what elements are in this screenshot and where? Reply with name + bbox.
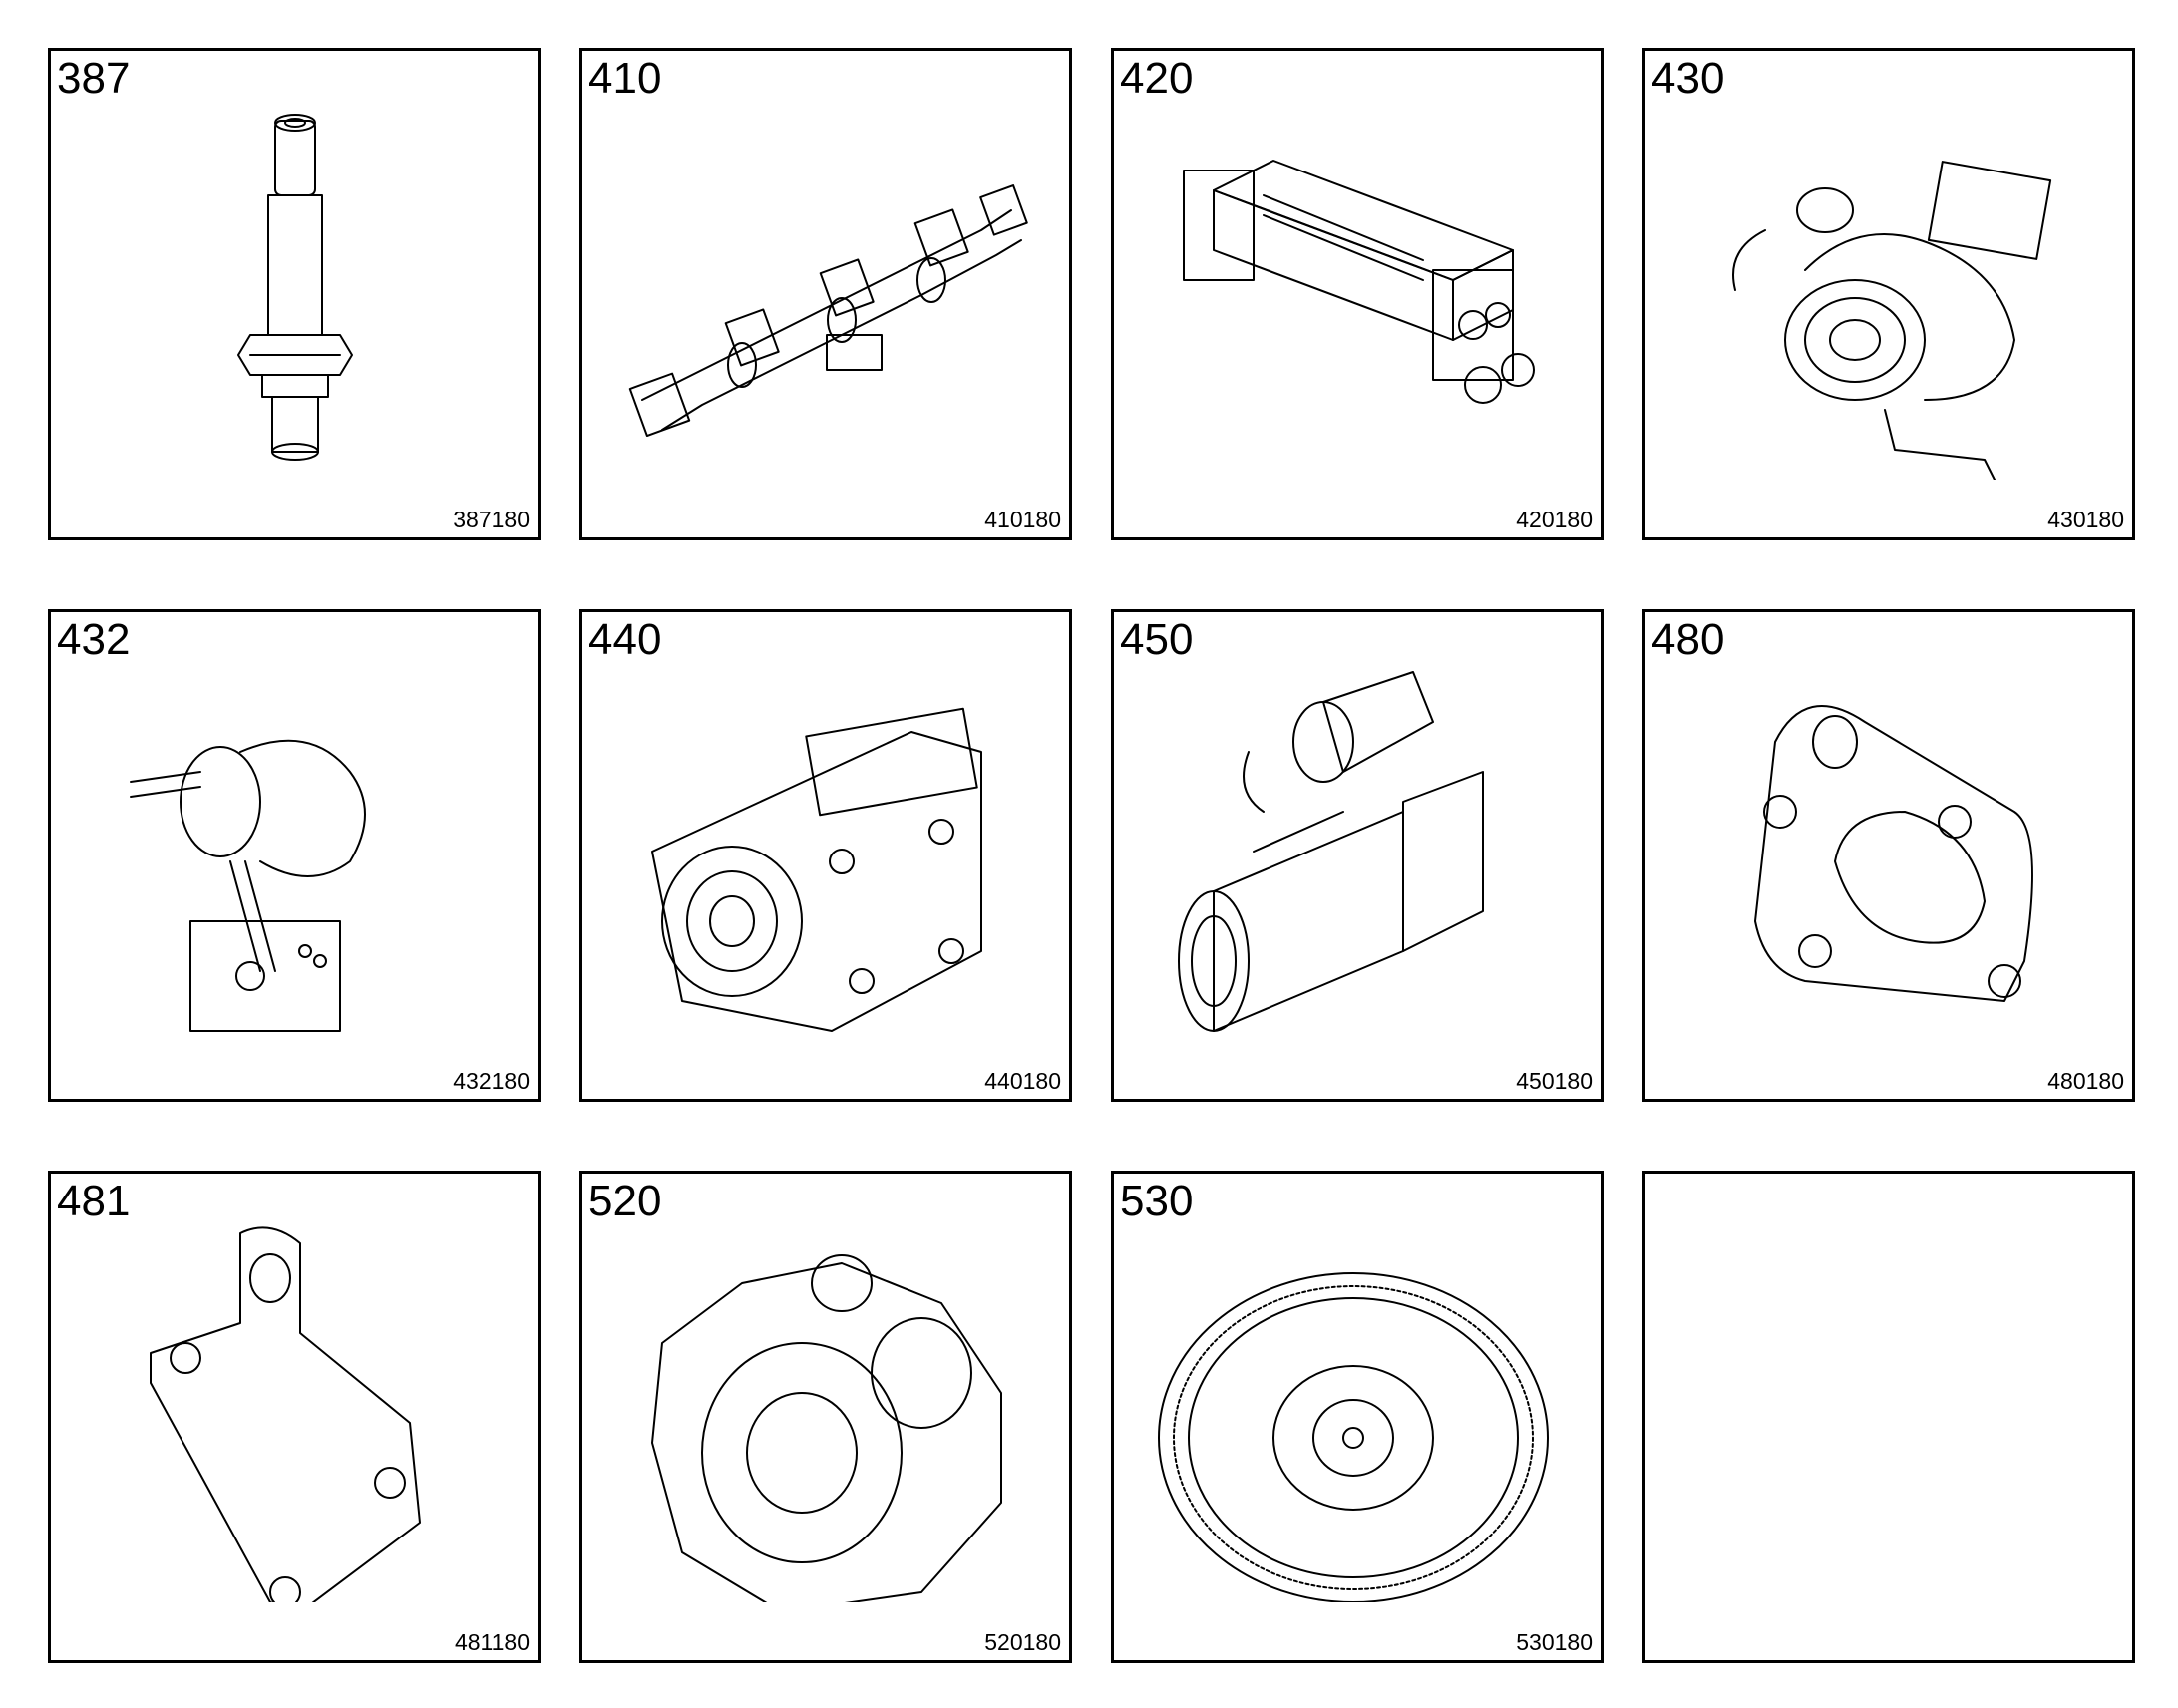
tile-520[interactable]: 520 520180 bbox=[579, 1171, 1072, 1663]
tile-387[interactable]: 387 387180 bbox=[48, 48, 541, 540]
tile-empty bbox=[1642, 1171, 2135, 1663]
group-number: 440 bbox=[588, 615, 662, 664]
tile-530[interactable]: 530 530180 bbox=[1111, 1171, 1604, 1663]
tile-432[interactable]: 432 432180 bbox=[48, 609, 541, 1102]
group-number: 432 bbox=[57, 615, 131, 664]
group-number: 481 bbox=[57, 1177, 131, 1225]
injector-sleeve-icon bbox=[91, 101, 500, 480]
exhaust-manifold-icon bbox=[622, 101, 1031, 480]
reference-number: 480180 bbox=[2047, 1068, 2124, 1094]
tile-440[interactable]: 440 440180 bbox=[579, 609, 1072, 1102]
egr-cooler-icon bbox=[1154, 101, 1563, 480]
reference-number: 387180 bbox=[453, 507, 530, 532]
lifting-bracket-icon bbox=[91, 1223, 500, 1613]
reference-number: 520180 bbox=[984, 1629, 1061, 1655]
group-number: 520 bbox=[588, 1177, 662, 1225]
reference-number: 432180 bbox=[453, 1068, 530, 1094]
front-cover-icon bbox=[622, 662, 1031, 1041]
reference-number: 430180 bbox=[2047, 507, 2124, 532]
group-number: 387 bbox=[57, 54, 131, 103]
tile-480[interactable]: 480 480180 bbox=[1642, 609, 2135, 1102]
turbocharger-icon bbox=[1685, 101, 2094, 481]
group-number: 430 bbox=[1651, 54, 1725, 103]
tile-420[interactable]: 420 420180 bbox=[1111, 48, 1604, 540]
group-number: 410 bbox=[588, 54, 662, 103]
mounting-plate-icon bbox=[1685, 662, 2094, 1041]
tile-481[interactable]: 481 481180 bbox=[48, 1171, 541, 1663]
reference-number: 530180 bbox=[1516, 1629, 1593, 1655]
reference-number: 450180 bbox=[1516, 1068, 1593, 1094]
group-number: 530 bbox=[1120, 1177, 1194, 1225]
group-number: 420 bbox=[1120, 54, 1194, 103]
reference-number: 420180 bbox=[1516, 507, 1593, 532]
tile-450[interactable]: 450 450180 bbox=[1111, 609, 1604, 1102]
reference-number: 410180 bbox=[984, 507, 1061, 532]
flywheel-housing-icon bbox=[622, 1223, 1031, 1613]
egr-valve-icon bbox=[91, 662, 500, 1041]
starter-motor-icon bbox=[1154, 662, 1563, 1041]
tile-430[interactable]: 430 430180 bbox=[1642, 48, 2135, 540]
tile-410[interactable]: 410 410180 bbox=[579, 48, 1072, 540]
reference-number: 440180 bbox=[984, 1068, 1061, 1094]
group-number: 450 bbox=[1120, 615, 1194, 664]
reference-number: 481180 bbox=[454, 1629, 530, 1655]
group-number: 480 bbox=[1651, 615, 1725, 664]
flywheel-icon bbox=[1154, 1223, 1563, 1603]
